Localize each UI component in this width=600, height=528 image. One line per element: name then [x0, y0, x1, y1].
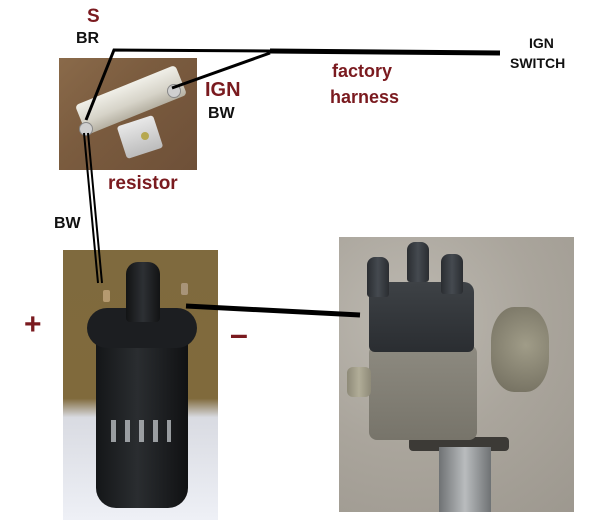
resistor-ign-terminal — [167, 84, 181, 98]
resistor-label: resistor — [108, 173, 178, 194]
ign-switch-label-line1: IGN — [529, 35, 554, 51]
ign-terminal-label: IGN — [205, 79, 241, 101]
resistor-mount-hole — [141, 132, 149, 140]
harness-label: harness — [330, 87, 400, 107]
resistor-bracket — [116, 114, 164, 160]
coil-negative-terminal — [181, 283, 188, 295]
coil-hv-tower — [126, 262, 160, 322]
ign-switch-label-line2: SWITCH — [510, 55, 566, 71]
bw-wire-label-left: BW — [54, 215, 81, 232]
distributor-condenser — [347, 367, 371, 397]
distributor-vacuum-advance — [491, 307, 549, 392]
distributor-cap-post — [441, 254, 463, 294]
distributor-body — [369, 345, 477, 440]
coil-label — [111, 420, 171, 442]
coil-positive-terminal — [103, 290, 110, 302]
factory-harness-wire — [269, 48, 501, 56]
resistor-s-terminal — [79, 122, 93, 136]
bw-wire-label-top: BW — [208, 105, 235, 122]
coil-negative-label: – — [230, 316, 248, 352]
resistor-photo — [59, 58, 197, 170]
factory-label: factory — [332, 61, 393, 81]
coil-positive-label: + — [24, 308, 42, 341]
distributor-cap-post — [367, 257, 389, 297]
br-wire-label: BR — [76, 30, 100, 47]
distributor-photo — [339, 237, 574, 512]
distributor-shaft — [439, 447, 491, 512]
distributor-cap-post — [407, 242, 429, 282]
coil-photo — [63, 250, 218, 520]
s-terminal-label: S — [87, 6, 100, 27]
